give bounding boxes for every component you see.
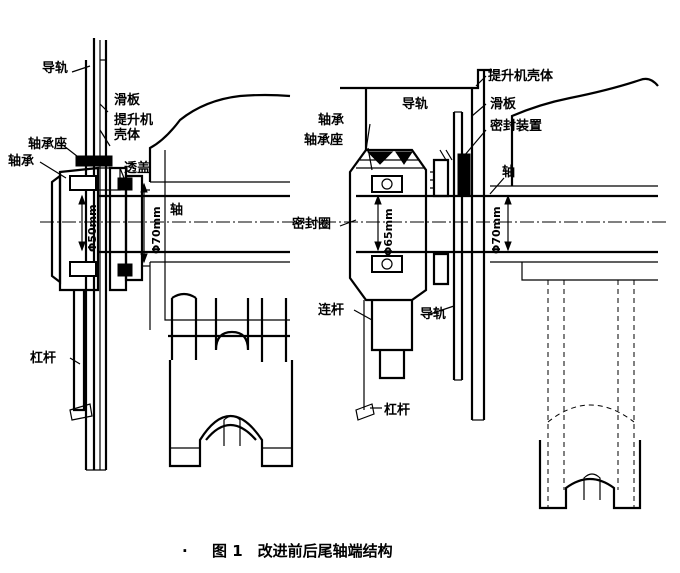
label-right-guide-rail-top: 导轨 bbox=[402, 96, 428, 112]
left-lever bbox=[69, 290, 93, 421]
label-left-shaft: 轴 bbox=[170, 202, 183, 218]
right-drawing bbox=[300, 68, 668, 510]
left-guide-rail bbox=[84, 38, 108, 471]
right-drum bbox=[510, 77, 659, 510]
label-left-slide-plate: 滑板 bbox=[114, 92, 141, 108]
label-left-guide-rail: 导轨 bbox=[42, 60, 68, 76]
label-left-bearing: 轴承 bbox=[8, 153, 34, 169]
right-shaft bbox=[300, 185, 668, 263]
label-left-cover: 透盖 bbox=[124, 160, 150, 176]
label-right-dia-65: Φ65mm bbox=[382, 208, 395, 256]
right-dimensions bbox=[374, 194, 512, 252]
label-right-shaft: 轴 bbox=[502, 164, 515, 180]
left-shaft bbox=[40, 181, 300, 263]
label-right-guide-rail-bottom: 导轨 bbox=[420, 306, 446, 322]
label-right-link-rod: 连杆 bbox=[318, 302, 344, 318]
left-labels: 导轨 滑板 提升机壳体 轴承座 轴承 透盖 轴 Φ50mm Φ70mm 杠杆 bbox=[8, 60, 183, 366]
label-left-bearing-seat: 轴承座 bbox=[28, 136, 67, 152]
right-leaders bbox=[339, 75, 505, 409]
right-housing-top bbox=[340, 68, 492, 421]
label-left-hoist-housing: 提升机壳体 bbox=[113, 112, 153, 143]
left-drawing bbox=[39, 38, 300, 471]
left-housing bbox=[108, 166, 150, 292]
label-left-dia-70: Φ70mm bbox=[150, 206, 163, 254]
right-guide-rail bbox=[364, 88, 464, 381]
right-link-rod bbox=[355, 300, 414, 421]
left-dimensions bbox=[78, 182, 148, 264]
label-right-seal-ring: 密封圈 bbox=[291, 216, 331, 232]
right-labels: 提升机壳体 导轨 滑板 轴承 轴承座 密封装置 轴 密封圈 Φ65mm Φ70m… bbox=[291, 68, 554, 418]
label-right-hoist-housing: 提升机壳体 bbox=[488, 68, 554, 84]
label-right-bearing: 轴承 bbox=[318, 112, 344, 128]
label-right-seal-device: 密封装置 bbox=[489, 118, 542, 134]
right-bearing-seat bbox=[348, 148, 428, 302]
label-right-bearing-seat: 轴承座 bbox=[304, 132, 343, 148]
figure-caption: 图 1 改进前后尾轴端结构 bbox=[212, 542, 393, 560]
label-right-lever: 杠杆 bbox=[384, 402, 410, 418]
label-left-dia-50: Φ50mm bbox=[86, 204, 99, 252]
label-right-slide-plate: 滑板 bbox=[490, 96, 517, 112]
right-seal-device bbox=[430, 149, 471, 286]
label-right-dia-70: Φ70mm bbox=[490, 206, 503, 254]
left-leaders bbox=[39, 65, 125, 365]
label-left-lever: 杠杆 bbox=[30, 350, 56, 366]
caption: · 图 1 改进前后尾轴端结构 bbox=[182, 542, 393, 560]
left-drum bbox=[148, 93, 294, 468]
caption-dot: · bbox=[182, 542, 188, 560]
